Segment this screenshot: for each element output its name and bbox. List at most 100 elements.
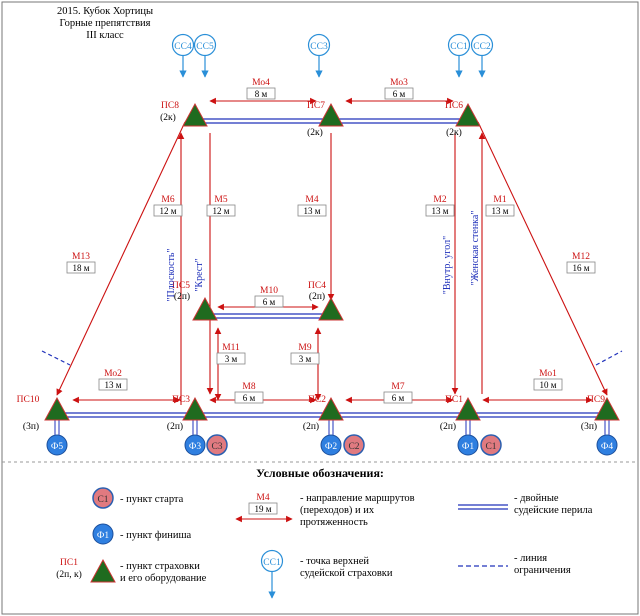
legend-limit-text-2: ограничения bbox=[514, 565, 571, 576]
finish-label-0: Ф5 bbox=[51, 442, 64, 452]
route-name-8: М12 bbox=[572, 252, 590, 262]
start-label-2: С1 bbox=[485, 442, 496, 452]
legend-start-circle bbox=[92, 487, 114, 509]
route-length-11: 3 м bbox=[299, 354, 312, 364]
belay-point-3 bbox=[447, 33, 471, 57]
station-equip-1: (2к) bbox=[307, 127, 323, 138]
finish-point-0 bbox=[46, 434, 68, 456]
route-m13 bbox=[56, 121, 186, 396]
route-length-2: 12 м bbox=[160, 206, 177, 216]
legend-route-name: М4 bbox=[256, 493, 269, 503]
route-name-15: Мо1 bbox=[539, 369, 557, 379]
station-label-5: ПС10 bbox=[17, 395, 40, 405]
route-length-6: 13 м bbox=[492, 206, 509, 216]
station-label-7: ПС2 bbox=[308, 395, 326, 405]
route-length-7: 18 м bbox=[73, 263, 90, 273]
finish-point-1 bbox=[184, 434, 206, 456]
legend-finish-text: - пункт финиша bbox=[120, 530, 192, 541]
route-name-3: М5 bbox=[214, 195, 227, 205]
station-equip-5: (3п) bbox=[23, 421, 39, 432]
start-label-1: С2 bbox=[348, 442, 359, 452]
belay-station-8 bbox=[455, 396, 481, 421]
legend-title: Условные обозначения: bbox=[256, 466, 384, 480]
finish-point-4 bbox=[596, 434, 618, 456]
belay-point-2 bbox=[307, 33, 331, 57]
points-layer: ПС8(2к)ПС7(2к)ПС6(2к)ПС5(2п)ПС4(2п)ПС10(… bbox=[17, 101, 620, 432]
route-name-13: М8 bbox=[242, 382, 255, 392]
station-equip-4: (2п) bbox=[309, 291, 325, 302]
routes-layer bbox=[56, 97, 608, 405]
belay-station-1 bbox=[318, 102, 344, 127]
limit-line-right bbox=[595, 350, 623, 366]
legend-route-text-3: протяженность bbox=[300, 517, 368, 528]
route-length-box-12 bbox=[98, 378, 128, 391]
belay-label-2: СС3 bbox=[310, 42, 328, 52]
route-length-14: 6 м bbox=[392, 393, 405, 403]
belay-label-1: СС5 bbox=[196, 42, 214, 52]
finish-label-1: Ф3 bbox=[189, 442, 202, 452]
legend-limit-text-1: - линия bbox=[514, 553, 547, 564]
route-length-box-9 bbox=[254, 295, 284, 308]
route-length-box-8 bbox=[566, 261, 596, 274]
route-name-9: М10 bbox=[260, 286, 278, 296]
finish-point-2 bbox=[320, 434, 342, 456]
belay-label-3: СС1 bbox=[450, 42, 468, 52]
start-point-2 bbox=[480, 434, 502, 456]
route-name-1: Мо3 bbox=[390, 78, 408, 88]
route-length-5: 13 м bbox=[432, 206, 449, 216]
route-name-0: Мо4 bbox=[252, 78, 270, 88]
station-label-9: ПС9 bbox=[587, 395, 605, 405]
station-equip-3: (2п) bbox=[174, 291, 190, 302]
legend-point-label: ПС1 bbox=[60, 558, 78, 568]
route-length-4: 13 м bbox=[304, 206, 321, 216]
legend-finish-circle bbox=[92, 523, 114, 545]
legend-start-symbol: С1 bbox=[97, 495, 108, 505]
belay-station-2 bbox=[455, 102, 481, 127]
limit-line-left bbox=[41, 350, 71, 366]
station-equip-9: (3п) bbox=[581, 421, 597, 432]
station-equip-2: (2к) bbox=[446, 127, 462, 138]
route-length-1: 6 м bbox=[393, 89, 406, 99]
belay-label-0: СС4 bbox=[174, 42, 192, 52]
judge-rails bbox=[54, 118, 610, 438]
route-name-4: М4 bbox=[305, 195, 318, 205]
station-equip-0: (2к) bbox=[160, 112, 176, 123]
legend-route-text-2: (переходов) и их bbox=[300, 505, 375, 516]
legend-finish-symbol: Ф1 bbox=[97, 531, 110, 541]
belay-station-6 bbox=[182, 396, 208, 421]
route-length-10: 3 м bbox=[225, 354, 238, 364]
route-length-box-5 bbox=[425, 204, 455, 217]
belay-station-9 bbox=[594, 396, 620, 421]
route-length-box-14 bbox=[383, 391, 413, 404]
route-length-box-13 bbox=[234, 391, 264, 404]
legend-point-triangle bbox=[90, 558, 116, 583]
station-label-2: ПС6 bbox=[445, 101, 463, 111]
legend-point-equip: (2п, к) bbox=[56, 569, 82, 580]
header-line-3: III класс bbox=[86, 30, 124, 41]
wall-label-2: "Внутр. угол" bbox=[442, 236, 453, 294]
station-label-3: ПС5 bbox=[172, 281, 190, 291]
start-label-0: С3 bbox=[211, 442, 222, 452]
station-label-4: ПС4 bbox=[308, 281, 326, 291]
belay-station-7 bbox=[318, 396, 344, 421]
route-length-12: 13 м bbox=[105, 380, 122, 390]
wall-label-0: "Плоскость" bbox=[166, 248, 177, 301]
header-line-2: Горные препятствия bbox=[59, 18, 151, 29]
legend-route-text-1: - направление маршрутов bbox=[300, 493, 415, 504]
start-point-1 bbox=[343, 434, 365, 456]
route-length-box-11 bbox=[290, 352, 320, 365]
legend: Условные обозначения:С1- пункт стартаФ1-… bbox=[56, 466, 593, 599]
belay-point-4 bbox=[470, 33, 494, 57]
finish-label-4: Ф4 bbox=[601, 442, 614, 452]
route-length-box-1 bbox=[384, 87, 414, 100]
route-name-6: М1 bbox=[493, 195, 506, 205]
station-equip-6: (2п) bbox=[167, 421, 183, 432]
route-length-box-0 bbox=[246, 87, 276, 100]
legend-start-text: - пункт старта bbox=[120, 494, 184, 505]
station-label-1: ПС7 bbox=[307, 101, 325, 111]
belay-station-5 bbox=[44, 396, 70, 421]
route-length-9: 6 м bbox=[263, 297, 276, 307]
